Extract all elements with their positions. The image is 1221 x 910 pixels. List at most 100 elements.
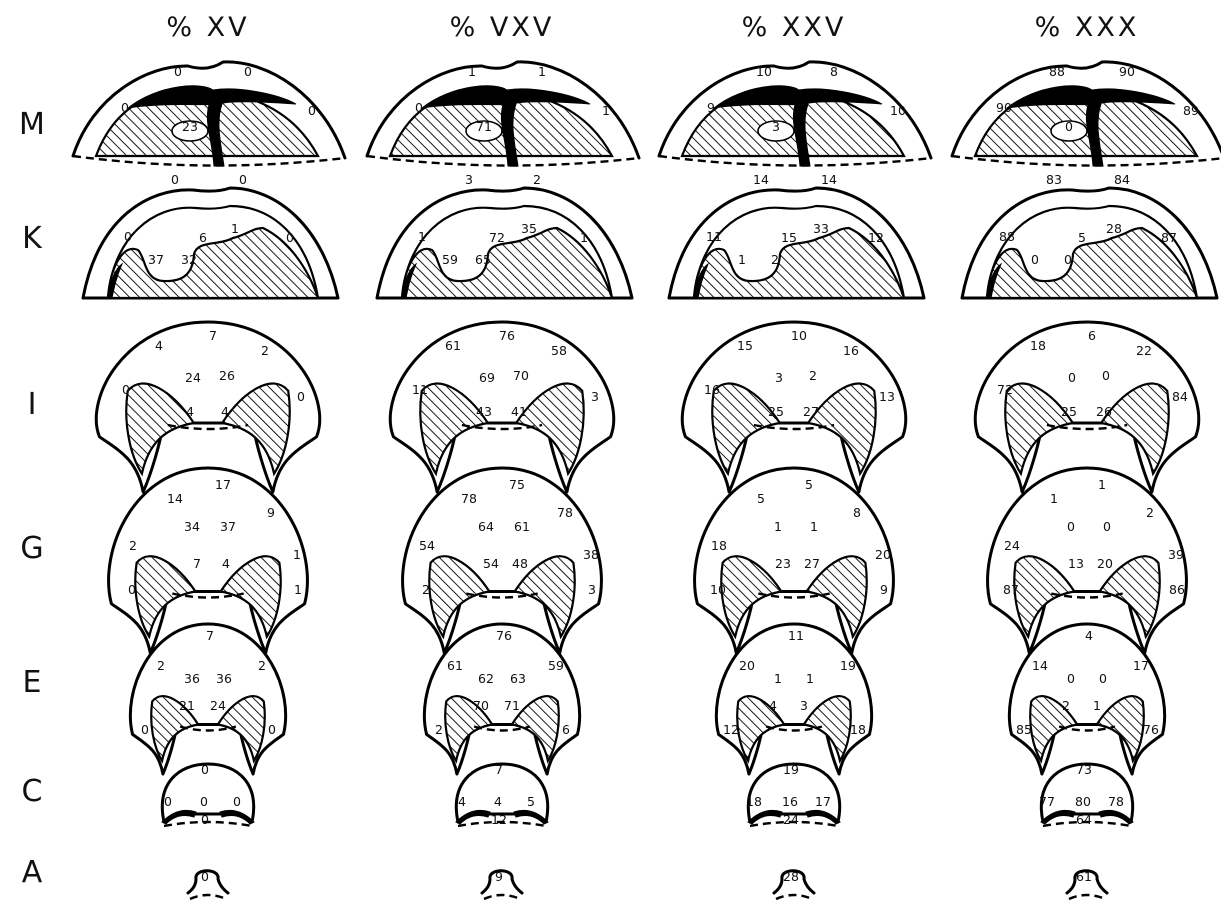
section-value: 73 <box>1076 762 1092 777</box>
row-label-c: C <box>22 774 43 809</box>
section-value: 20 <box>1097 556 1113 571</box>
section-value: 23 <box>182 119 198 134</box>
section-value: 4 <box>155 338 163 353</box>
section-value: 10 <box>890 103 906 118</box>
section-value: 2 <box>258 658 266 673</box>
section-value: 24 <box>210 698 226 713</box>
section-value: 0 <box>233 794 241 809</box>
section-value: 15 <box>781 230 797 245</box>
section-value: 27 <box>803 404 819 419</box>
section-value: 36 <box>216 671 232 686</box>
section-value: 0 <box>1067 671 1075 686</box>
section-value: 78 <box>461 491 477 506</box>
section-value: 3 <box>465 172 473 187</box>
section-value: 12 <box>491 812 507 827</box>
section-value: 86 <box>1169 582 1185 597</box>
section-value: 10 <box>791 328 807 343</box>
section-value: 19 <box>783 762 799 777</box>
section-value: 17 <box>215 477 231 492</box>
section-value: 0 <box>268 722 276 737</box>
column-title: % XV <box>166 12 249 43</box>
section-value: 4 <box>186 404 194 419</box>
section-value: 64 <box>478 519 494 534</box>
section-value: 5 <box>757 491 765 506</box>
section-value: 0 <box>201 869 209 884</box>
section-value: 65 <box>475 252 491 267</box>
section-value: 18 <box>1030 338 1046 353</box>
section-value: 0 <box>239 172 247 187</box>
row-label-m: M <box>19 107 45 142</box>
section-value: 9 <box>267 505 275 520</box>
section-value: 2 <box>157 658 165 673</box>
column-group: 0000230006103732742242600441714934372174… <box>73 62 345 899</box>
section-value: 3 <box>588 582 596 597</box>
section-value: 0 <box>1103 519 1111 534</box>
section-value: 8 <box>830 64 838 79</box>
section-value: 85 <box>1016 722 1032 737</box>
section-value: 13 <box>1068 556 1084 571</box>
section-value: 1 <box>294 582 302 597</box>
section-value: 25 <box>768 404 784 419</box>
section-value: 61 <box>447 658 463 673</box>
section-value: 1 <box>738 252 746 267</box>
section-value: 4 <box>494 794 502 809</box>
section-value: 23 <box>775 556 791 571</box>
section-value: 7 <box>495 762 503 777</box>
column-group: 8890908908384885288700618220072842526112… <box>952 62 1221 899</box>
section-value: 84 <box>1114 172 1130 187</box>
section-value: 3 <box>772 119 780 134</box>
section-value: 14 <box>821 172 837 187</box>
section-value: 59 <box>548 658 564 673</box>
section-value: 36 <box>184 671 200 686</box>
section-a-base <box>776 895 812 899</box>
section-value: 64 <box>1076 812 1092 827</box>
section-value: 12 <box>723 722 739 737</box>
section-value: 1 <box>1050 491 1058 506</box>
section-value: 88 <box>1049 64 1065 79</box>
section-value: 19 <box>840 658 856 673</box>
section-value: 4 <box>222 556 230 571</box>
section-value: 63 <box>510 671 526 686</box>
section-value: 2 <box>533 172 541 187</box>
section-value: 1 <box>1093 698 1101 713</box>
section-value: 39 <box>1168 547 1184 562</box>
section-value: 5 <box>805 477 813 492</box>
section-value: 54 <box>483 556 499 571</box>
section-value: 10 <box>756 64 772 79</box>
section-value: 87 <box>1161 230 1177 245</box>
section-value: 59 <box>442 252 458 267</box>
section-value: 26 <box>219 368 235 383</box>
section-value: 1 <box>231 221 239 236</box>
section-value: 16 <box>843 343 859 358</box>
section-value: 5 <box>527 794 535 809</box>
section-value: 0 <box>201 812 209 827</box>
section-value: 0 <box>201 762 209 777</box>
column-group: 1089103141411153312121015163216132527558… <box>659 62 931 899</box>
section-value: 37 <box>148 252 164 267</box>
section-value: 9 <box>880 582 888 597</box>
section-value: 24 <box>185 370 201 385</box>
section-value: 9 <box>707 100 715 115</box>
section-value: 24 <box>1004 538 1020 553</box>
section-value: 3 <box>775 370 783 385</box>
section-value: 0 <box>415 100 423 115</box>
section-value: 18 <box>711 538 727 553</box>
section-value: 1 <box>293 547 301 562</box>
section-value: 1 <box>810 519 818 534</box>
section-value: 88 <box>999 229 1015 244</box>
section-value: 76 <box>496 628 512 643</box>
section-value: 3 <box>591 389 599 404</box>
column-group: 1101713217235159657661586970113434175787… <box>367 62 639 899</box>
section-value: 14 <box>1032 658 1048 673</box>
section-value: 34 <box>184 519 200 534</box>
section-value: 70 <box>473 698 489 713</box>
section-value: 61 <box>514 519 530 534</box>
section-value: 61 <box>445 338 461 353</box>
section-value: 0 <box>1031 252 1039 267</box>
section-value: 2 <box>129 538 137 553</box>
section-value: 48 <box>512 556 528 571</box>
section-value: 2 <box>771 252 779 267</box>
section-value: 17 <box>1133 658 1149 673</box>
section-value: 10 <box>710 582 726 597</box>
